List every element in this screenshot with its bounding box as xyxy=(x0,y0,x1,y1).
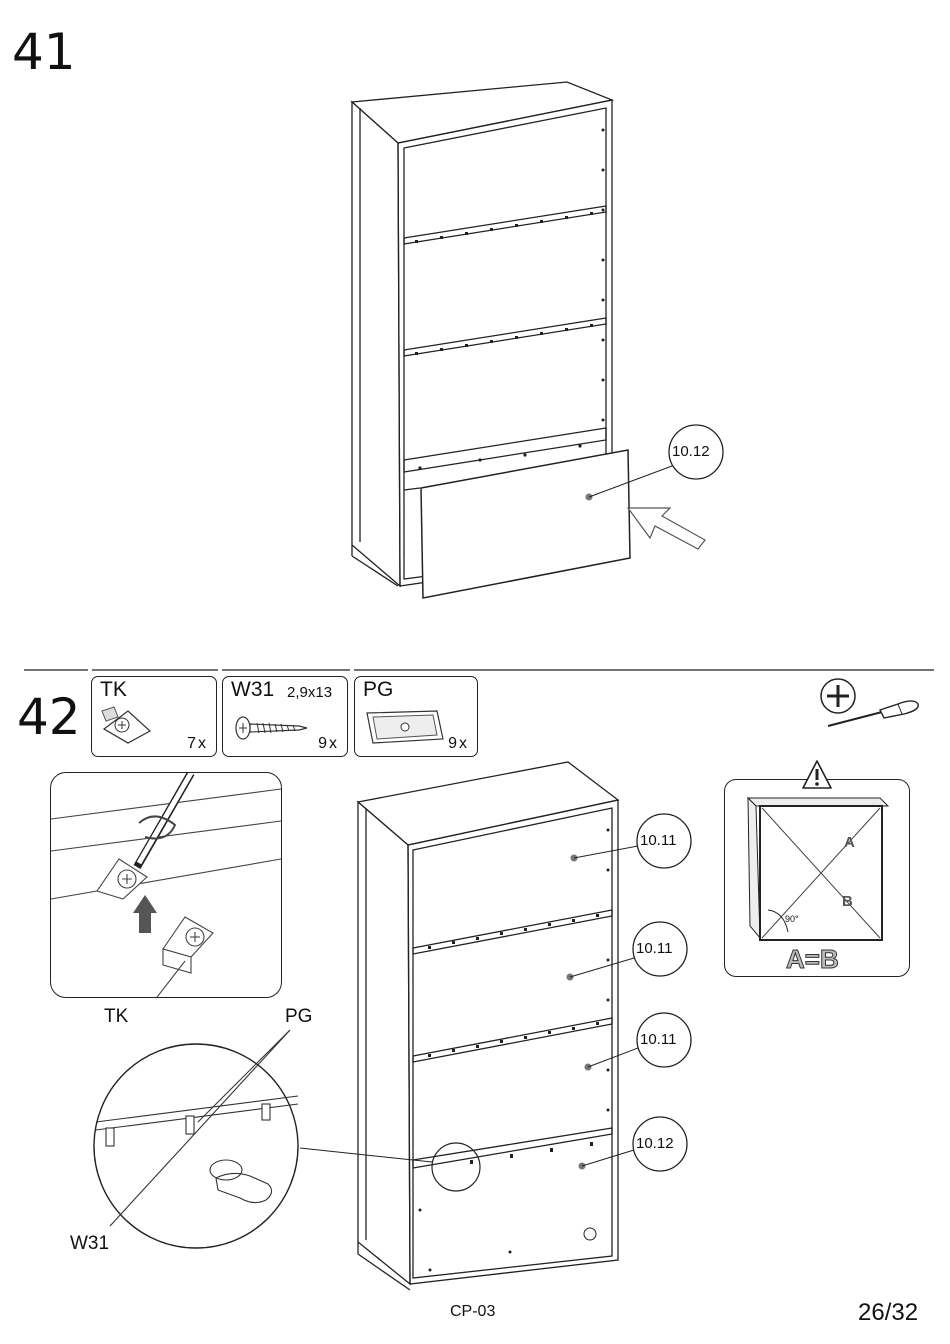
diagonal-label-b: B xyxy=(842,893,853,910)
pg-detail-label: PG xyxy=(285,1006,312,1028)
diagonal-label-a: A xyxy=(844,834,855,851)
callout-10-12-step42: 10.12 xyxy=(636,1135,674,1152)
callout-10-11-b: 10.11 xyxy=(636,940,672,957)
footer-code: CP-03 xyxy=(450,1303,495,1321)
warning-icon xyxy=(800,758,834,792)
pg-detail-circle xyxy=(90,1030,310,1260)
squareness-diagram xyxy=(744,794,890,944)
equation-label: A=B xyxy=(786,944,839,975)
page-number: 26/32 xyxy=(858,1299,918,1327)
callout-10-11-c: 10.11 xyxy=(640,1031,676,1048)
w31-detail-label: W31 xyxy=(70,1233,109,1255)
angle-label: 90° xyxy=(785,914,799,924)
callout-10-11-a: 10.11 xyxy=(640,832,676,849)
